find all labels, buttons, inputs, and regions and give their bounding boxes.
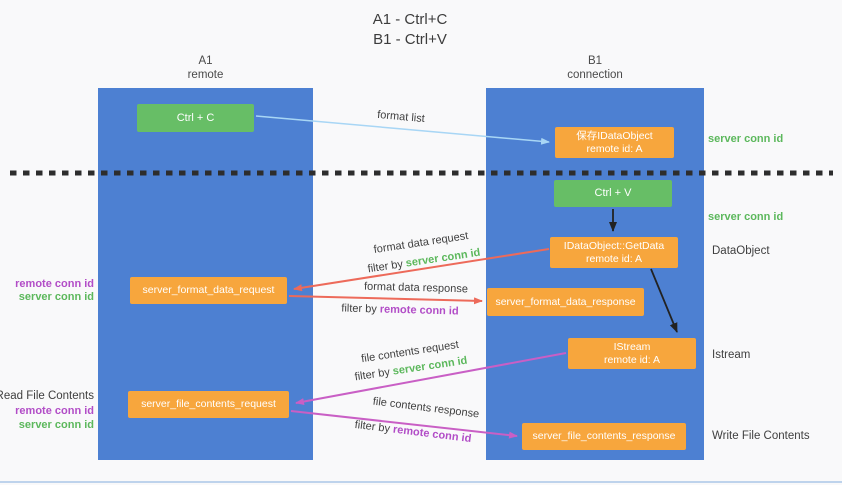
filter-key-remote-conn-id: remote conn id [379, 303, 459, 318]
node-save-idataobject: 保存IDataObject remote id: A [555, 127, 674, 158]
node-server-format-data-request: server_format_data_request [130, 277, 287, 304]
arrow-file-contents-request [295, 352, 567, 405]
column-a1-name: A1 [198, 55, 213, 67]
node-server-file-contents-request: server_file_contents_request [128, 391, 289, 418]
annotation-dataobject: DataObject [712, 245, 770, 257]
column-a1-role: remote [187, 69, 224, 81]
node-istream-line1: IStream [613, 340, 651, 353]
node-ctrl-c: Ctrl + C [137, 104, 254, 132]
column-header-a1: A1 remote [98, 54, 313, 82]
arrow-format-list [255, 115, 550, 145]
bottom-divider [0, 481, 842, 483]
node-server-file-contents-response: server_file_contents_response [522, 423, 686, 450]
node-save-idataobject-line2: remote id: A [586, 142, 643, 155]
annotation-server-conn-id-top: server conn id [708, 133, 784, 145]
node-format-response-label: server_format_data_response [495, 295, 636, 308]
node-format-request-label: server_format_data_request [142, 284, 275, 296]
node-istream: IStream remote id: A [568, 338, 696, 369]
column-header-b1: B1 connection [486, 54, 704, 82]
column-b1-name: B1 [587, 55, 603, 67]
node-istream-line2: remote id: A [603, 353, 661, 366]
annotation-istream: Istream [712, 349, 751, 361]
node-getdata-line1: IDataObject::GetData [563, 239, 665, 252]
node-getdata-line2: remote id: A [585, 252, 643, 265]
node-file-request-label: server_file_contents_request [141, 398, 276, 410]
node-ctrl-v-label: Ctrl + V [594, 187, 632, 199]
node-server-format-data-response: server_format_data_response [487, 288, 644, 316]
column-b1-role: connection [567, 69, 623, 81]
annotation-write-file-contents: Write File Contents [712, 430, 810, 442]
arrow-format-data-request [293, 248, 550, 292]
arrow-file-contents-response [290, 410, 518, 439]
annotation-server-conn-id-1: server conn id [18, 291, 94, 303]
node-idataobject-getdata: IDataObject::GetData remote id: A [550, 237, 678, 268]
annotation-server-conn-id-mid: server conn id [708, 211, 784, 223]
node-file-response-label: server_file_contents_response [532, 430, 676, 442]
annotation-read-file-contents: Read File Contents [0, 390, 94, 402]
node-save-idataobject-line1: 保存IDataObject [576, 129, 653, 142]
arrow-format-data-response [288, 295, 483, 305]
annotation-remote-conn-id-1: remote conn id [15, 278, 94, 290]
title-line-1: A1 - Ctrl+C [372, 11, 448, 28]
node-ctrl-c-label: Ctrl + C [176, 111, 215, 124]
annotation-server-conn-id-2: server conn id [18, 419, 94, 431]
annotation-remote-conn-id-2: remote conn id [15, 405, 94, 417]
arrow-getdata-to-istream [650, 268, 678, 333]
node-ctrl-v: Ctrl + V [554, 180, 672, 207]
filter-prefix-text: filter by [341, 302, 380, 316]
diagram-title: A1 - Ctrl+C B1 - Ctrl+V [0, 10, 820, 50]
title-line-2: B1 - Ctrl+V [373, 31, 447, 48]
